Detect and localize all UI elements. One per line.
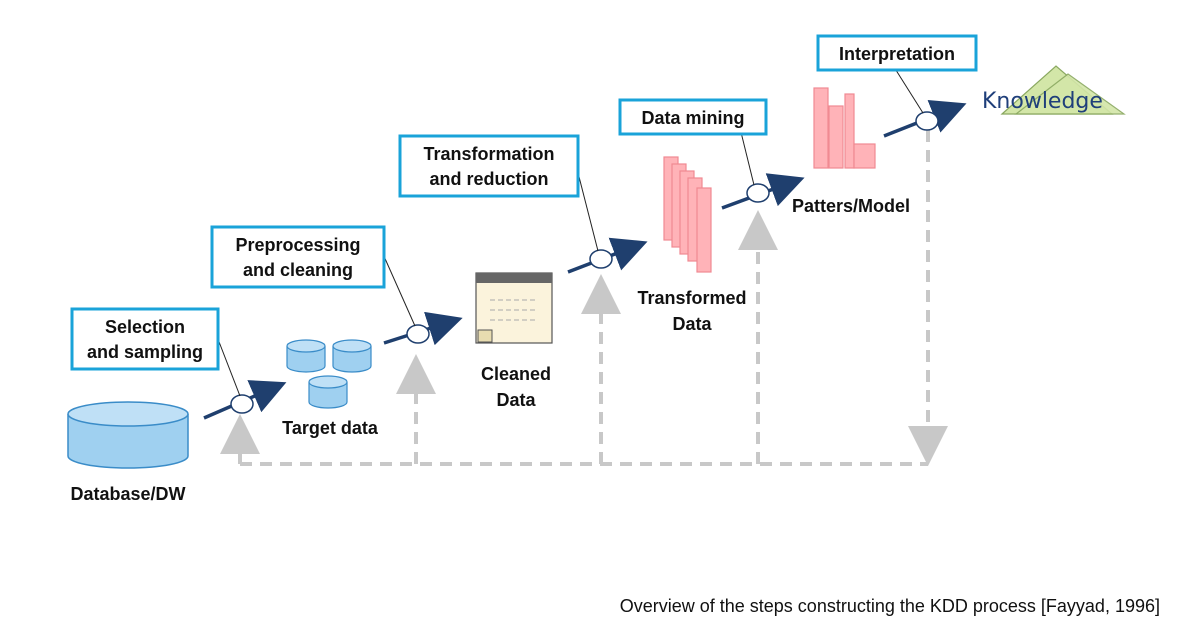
- step-transformation-line1: Transformation: [423, 144, 554, 164]
- figure-caption: Overview of the steps constructing the K…: [619, 596, 1160, 616]
- mining-step-node: [746, 183, 770, 203]
- selection-step-node: [230, 394, 254, 414]
- step-interpretation-line1: Interpretation: [839, 44, 955, 64]
- step-preprocessing: Preprocessing and cleaning: [210, 225, 386, 289]
- step-interpretation: Interpretation: [816, 34, 978, 72]
- feedback-loop: [220, 130, 948, 466]
- patterns-model-icon: [813, 87, 876, 169]
- database-label: Database/DW: [70, 484, 185, 504]
- step-selection: Selection and sampling: [70, 307, 220, 371]
- transformation-step-node: [589, 249, 613, 269]
- database-icon: [67, 401, 189, 469]
- step-transformation: Transformation and reduction: [398, 134, 580, 198]
- step-preprocessing-line2: and cleaning: [243, 260, 353, 280]
- step-selection-line1: Selection: [105, 317, 185, 337]
- step-mining-line1: Data mining: [641, 108, 744, 128]
- step-transformation-line2: and reduction: [429, 169, 548, 189]
- knowledge-icon: [1000, 65, 1126, 115]
- cleaned-data-icon: [475, 272, 553, 344]
- target-data-icon: [286, 339, 372, 409]
- transformed-data-label-line1: Transformed: [637, 288, 746, 308]
- step-preprocessing-line1: Preprocessing: [235, 235, 360, 255]
- selection-connector: [215, 333, 241, 397]
- transformed-data-icon: [663, 156, 712, 273]
- preprocessing-step-node: [406, 324, 430, 344]
- cleaned-data-label-line2: Data: [496, 390, 536, 410]
- patterns-model-label: Patters/Model: [792, 196, 910, 216]
- knowledge-label: Knowledge: [982, 89, 1103, 114]
- step-selection-line2: and sampling: [87, 342, 203, 362]
- cleaned-data-label-line1: Cleaned: [481, 364, 551, 384]
- preprocessing-connector: [382, 253, 416, 327]
- target-data-label: Target data: [282, 418, 379, 438]
- transformation-connector: [575, 164, 599, 252]
- interpretation-step-node: [915, 111, 939, 131]
- interpretation-connector: [893, 66, 924, 114]
- step-mining: Data mining: [618, 98, 768, 136]
- transformed-data-label-line2: Data: [672, 314, 712, 334]
